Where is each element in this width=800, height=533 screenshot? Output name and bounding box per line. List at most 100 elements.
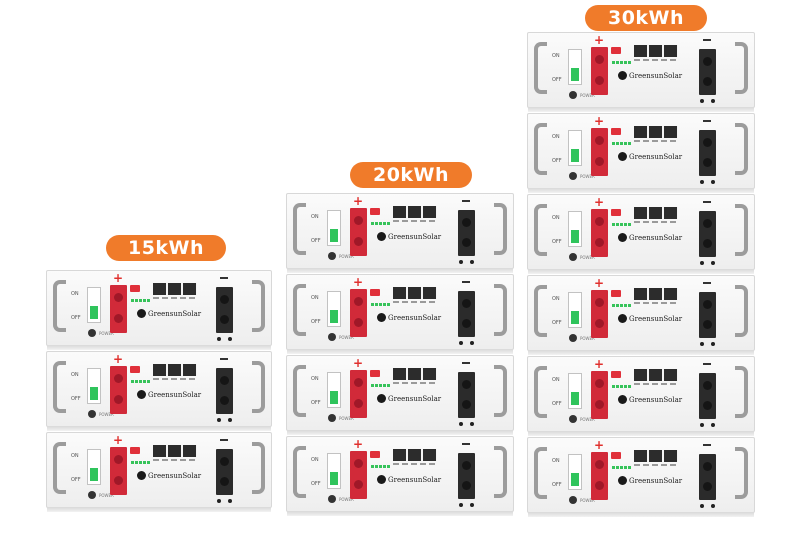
battery-module: ON OFF POWER + GreensunSolar [286,436,514,516]
dip-switch [611,452,621,459]
port-labels-decoration [153,297,197,299]
capacity-badge-15kwh: 15kWh [106,235,226,261]
battery-stack-15kwh: ON OFF POWER + GreensunSolar ON OFF POWE… [46,270,272,513]
positive-terminal [591,209,608,257]
switch-off-label: OFF [552,158,562,164]
switch-off-label: OFF [71,477,81,483]
negative-symbol [220,439,228,441]
battery-module: ON OFF POWER + GreensunSolar [527,194,755,274]
communication-ports [393,449,437,461]
switch-off-label: OFF [311,238,321,244]
power-label: POWER [339,416,354,421]
right-handle [494,446,507,498]
positive-symbol: + [113,352,124,366]
power-label: POWER [99,331,114,336]
battery-module: ON OFF POWER + GreensunSolar [286,193,514,273]
negative-terminal [458,372,475,418]
port-labels-decoration [153,459,197,461]
breaker-indicator [571,230,579,243]
brand-logo-icon [377,475,386,484]
switch-on-label: ON [71,372,79,378]
breaker-switch [87,449,101,485]
left-handle [534,366,547,418]
positive-terminal [110,447,127,495]
breaker-indicator [330,310,338,323]
battery-module: ON OFF POWER + GreensunSolar [527,356,755,436]
status-leds [131,461,151,464]
battery-module: ON OFF POWER + GreensunSolar [46,432,272,512]
power-label: POWER [580,93,595,98]
power-button-icon [569,415,577,423]
dip-switch [370,289,380,296]
brand-logo-icon [618,152,627,161]
power-button-icon [88,410,96,418]
breaker-switch [87,368,101,404]
communication-ports [634,369,678,381]
switch-on-label: ON [552,296,560,302]
negative-terminal [699,292,716,338]
switch-on-label: ON [311,457,319,463]
right-handle [494,203,507,255]
switch-on-label: ON [552,215,560,221]
switch-off-label: OFF [552,77,562,83]
positive-terminal [591,128,608,176]
positive-symbol: + [353,437,364,451]
communication-ports [634,288,678,300]
ground-screws-icon [699,423,716,427]
breaker-switch [87,287,101,323]
positive-symbol: + [353,356,364,370]
ground-screws-icon [216,499,233,503]
port-labels-decoration [153,378,197,380]
right-handle [735,447,748,499]
negative-terminal [216,368,233,414]
power-button-icon [328,495,336,503]
negative-symbol [462,200,470,202]
negative-terminal [699,373,716,419]
left-handle [293,446,306,498]
positive-terminal [350,370,367,418]
switch-off-label: OFF [552,320,562,326]
breaker-indicator [571,149,579,162]
right-handle [252,361,265,413]
brand-name: GreensunSolar [148,391,202,399]
brand-name: GreensunSolar [629,153,683,161]
dip-switch [370,208,380,215]
positive-terminal [591,371,608,419]
positive-symbol: + [594,195,605,209]
dip-switch [130,285,140,292]
port-labels-decoration [634,302,678,304]
positive-symbol: + [113,433,124,447]
brand-logo-icon [377,313,386,322]
port-labels-decoration [634,383,678,385]
right-handle [252,280,265,332]
switch-off-label: OFF [552,482,562,488]
left-handle [293,284,306,336]
ground-screws-icon [699,180,716,184]
switch-on-label: ON [552,377,560,383]
port-labels-decoration [634,221,678,223]
dip-switch [370,451,380,458]
ground-screws-icon [699,99,716,103]
left-handle [53,280,66,332]
status-leds [371,303,391,306]
port-labels-decoration [393,301,437,303]
negative-terminal [216,287,233,333]
brand-name: GreensunSolar [148,472,202,480]
brand-name: GreensunSolar [388,233,442,241]
switch-on-label: ON [311,295,319,301]
port-labels-decoration [634,464,678,466]
status-leds [612,385,632,388]
power-label: POWER [580,417,595,422]
brand-logo-icon [618,233,627,242]
power-button-icon [569,334,577,342]
battery-module: ON OFF POWER + GreensunSolar [527,32,755,112]
power-label: POWER [99,412,114,417]
positive-symbol: + [353,275,364,289]
positive-terminal [350,451,367,499]
switch-on-label: ON [311,376,319,382]
positive-symbol: + [594,33,605,47]
breaker-switch [327,372,341,408]
ground-screws-icon [216,337,233,341]
switch-on-label: ON [552,134,560,140]
brand-name: GreensunSolar [388,476,442,484]
